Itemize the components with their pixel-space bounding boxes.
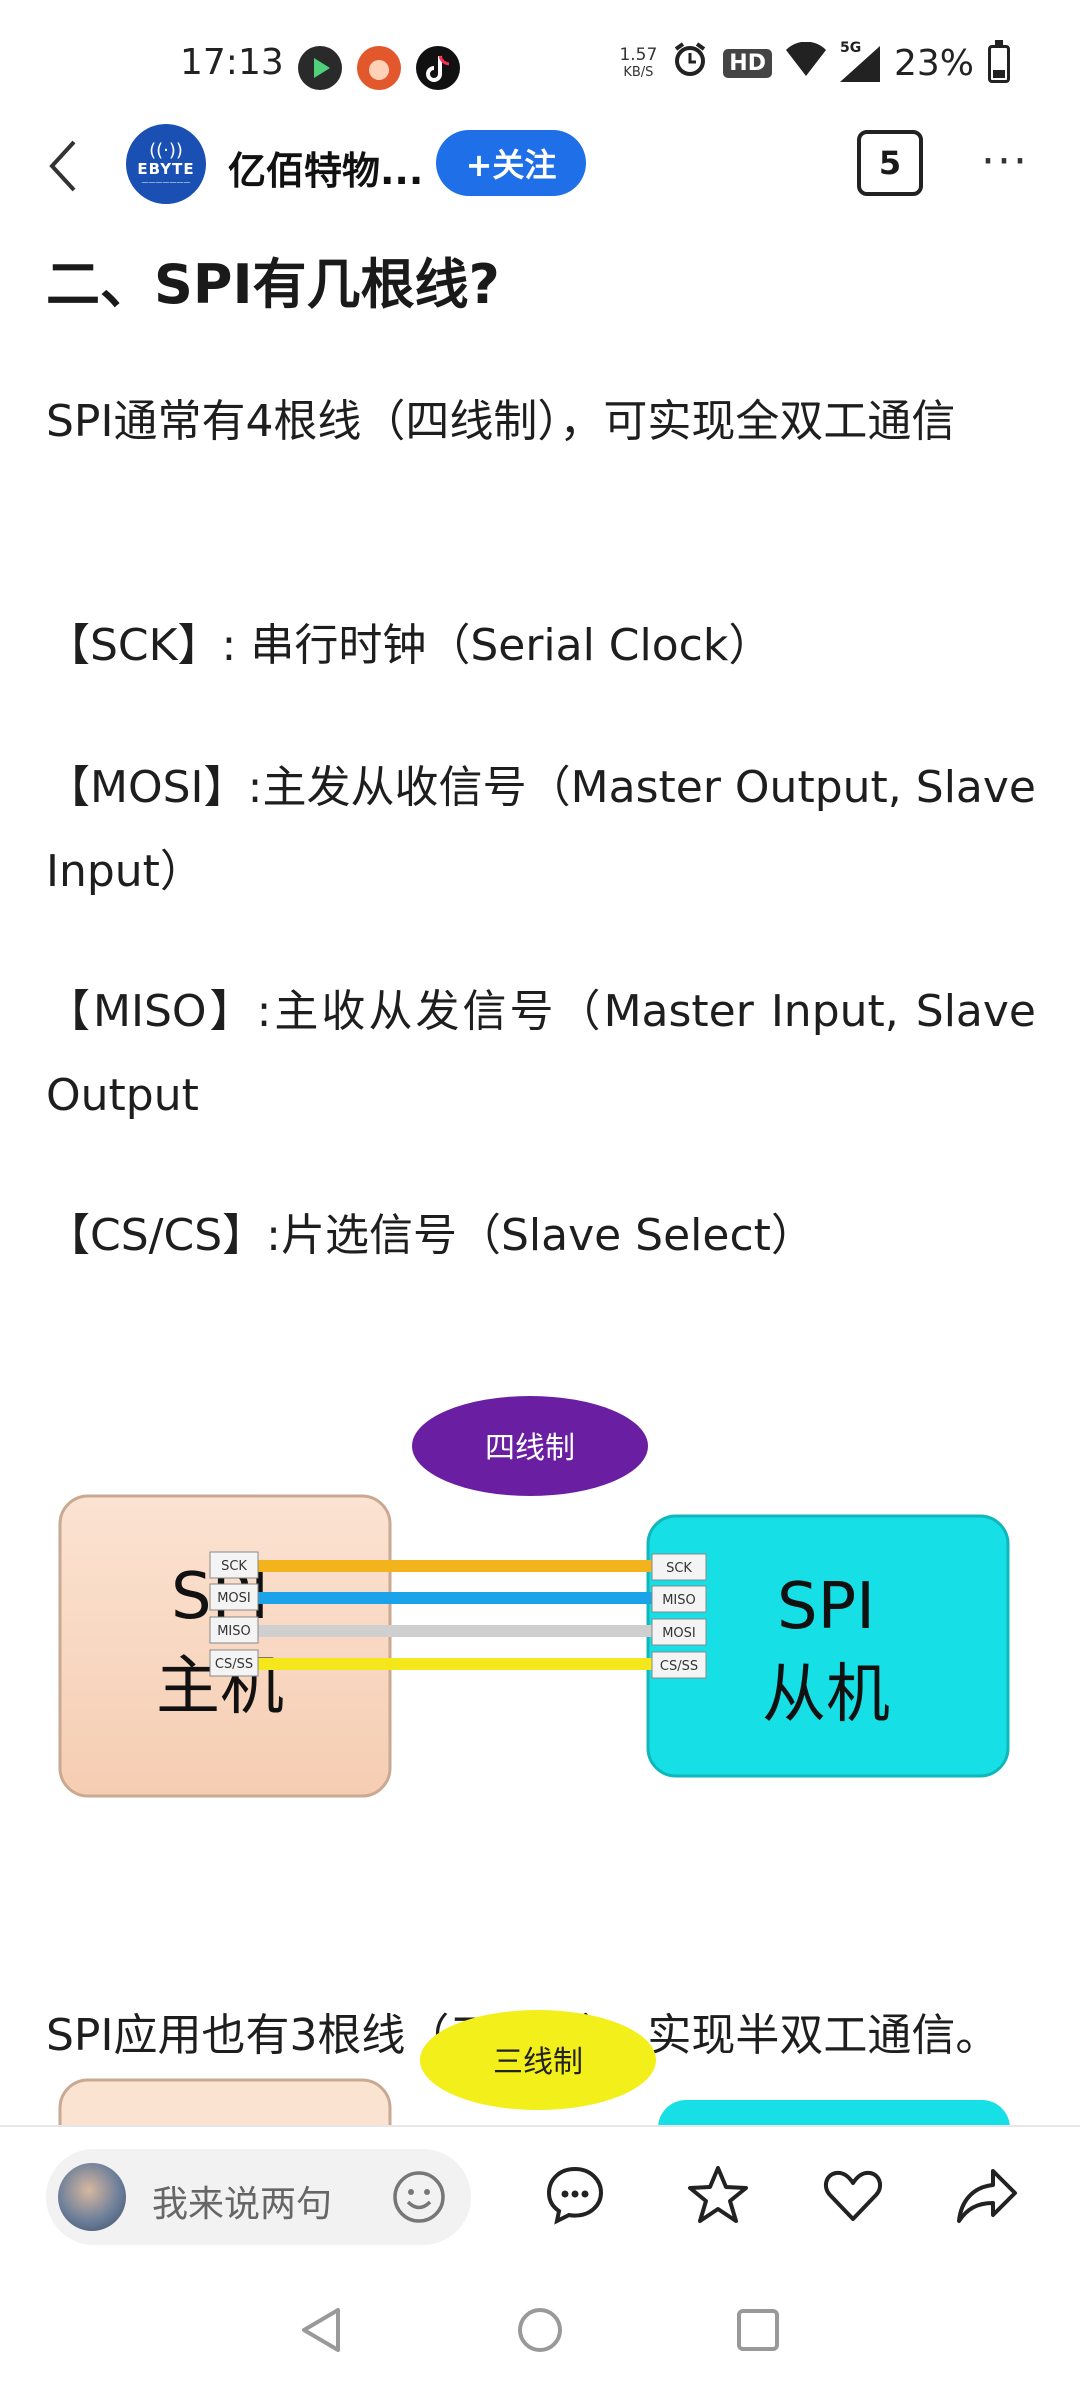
three-wire-master-box [58, 2078, 392, 2125]
three-wire-slave-box [658, 2100, 1010, 2125]
master-pin-box [209, 1616, 259, 1644]
wire-0 [256, 1560, 654, 1572]
user-avatar [58, 2163, 126, 2231]
status-bar: 17:13 1.57 KB/S HD 5G 23% [0, 0, 1080, 130]
alarm-icon [671, 40, 709, 87]
system-navigation-bar [0, 2260, 1080, 2400]
wire-3 [256, 1658, 654, 1670]
network-type: 5G [839, 39, 862, 56]
battery-text: 23% [893, 43, 974, 84]
article-content[interactable]: 二、SPI有几根线? SPI通常有4根线（四线制），可实现全双工通信 【SCK】… [0, 210, 1080, 2125]
four-wire-badge-label: 四线制 [485, 1431, 575, 1466]
battery-level-fill [993, 70, 1005, 78]
author-name[interactable]: 亿佰特物... [228, 149, 424, 193]
three-wire-diagram-continued: 三线制 [46, 2010, 1036, 2125]
cs-paragraph: 【CS/CS】:片选信号（Slave Select） [46, 1210, 815, 1261]
game-app-icon [357, 46, 401, 90]
three-wire-badge-label: 三线制 [493, 2045, 583, 2080]
signal-logo-icon: ((·)) [149, 140, 183, 161]
mosi-paragraph: 【MOSI】:主发从收信号（Master Output, Slave Input… [46, 762, 1036, 897]
slave-pin-label: MISO [662, 1593, 696, 1608]
spi-slave-box [646, 1514, 1010, 1778]
comment-icon[interactable] [543, 2163, 607, 2227]
slave-pin-label: MOSI [662, 1626, 696, 1641]
network-speed: 1.57 KB/S [619, 44, 658, 81]
wifi-icon [785, 41, 826, 85]
signal-icon: 5G [839, 40, 880, 82]
master-pin-label: SCK [221, 1559, 247, 1574]
star-icon[interactable] [686, 2163, 750, 2227]
wire-2 [256, 1625, 654, 1637]
chevron-left-icon [49, 140, 76, 192]
brand-logo-text: EBYTE [137, 160, 195, 178]
four-wire-diagram: 四线制 SPI 主机 SPI 从机 SCKSCKMOSIMISOMISOMOSI… [46, 1328, 1036, 1948]
video-app-icon [298, 46, 342, 90]
back-button[interactable] [40, 138, 90, 194]
comment-input[interactable]: 我来说两句 [46, 2149, 471, 2245]
emoji-icon[interactable] [391, 2169, 447, 2225]
master-pin-box [209, 1551, 259, 1579]
share-icon[interactable] [955, 2163, 1019, 2227]
brand-logo-underline: ——————— [141, 178, 191, 186]
speed-value: 1.57 [619, 44, 658, 65]
heart-icon[interactable] [821, 2163, 885, 2227]
hd-badge: HD [723, 49, 772, 78]
back-triangle-icon[interactable] [292, 2300, 352, 2360]
four-wire-badge [412, 1396, 648, 1496]
miso-paragraph: 【MISO】:主收从发信号（Master Input, Slave Output [46, 986, 1036, 1121]
slave-pin-box [651, 1553, 707, 1581]
author-avatar[interactable]: ((·)) EBYTE ——————— [126, 124, 206, 204]
status-time: 17:13 [180, 42, 284, 83]
sck-paragraph: 【SCK】: 串行时钟（Serial Clock） [46, 620, 773, 671]
article-nav-bar: ((·)) EBYTE ——————— 亿佰特物... +关注 5 ··· [0, 120, 1080, 210]
master-pin-label: MOSI [217, 1591, 251, 1606]
master-pin-box [209, 1583, 259, 1611]
slave-pin-box [651, 1651, 707, 1679]
slave-pin-label: CS/SS [660, 1659, 698, 1674]
section-heading: 二、SPI有几根线? [46, 253, 500, 316]
spi-master-box [58, 1494, 392, 1798]
comment-count-badge[interactable]: 5 [857, 130, 923, 196]
three-wire-badge-body [420, 2010, 656, 2110]
master-pin-label: MISO [217, 1624, 251, 1639]
follow-button[interactable]: +关注 [436, 130, 586, 196]
bottom-action-bar: 我来说两句 [0, 2125, 1080, 2260]
home-circle-icon[interactable] [510, 2300, 570, 2360]
slave-pin-box [651, 1618, 707, 1646]
slave-label-1: SPI [777, 1570, 875, 1644]
slave-pin-label: SCK [666, 1561, 692, 1576]
wire-1 [256, 1592, 654, 1604]
more-options-button[interactable]: ··· [981, 135, 1029, 187]
recents-square-icon[interactable] [728, 2300, 788, 2360]
master-pin-box [209, 1649, 259, 1677]
intro-paragraph: SPI通常有4根线（四线制），可实现全双工通信 [46, 396, 956, 447]
slave-pin-box [651, 1585, 707, 1613]
comment-placeholder: 我来说两句 [152, 2184, 333, 2225]
master-pin-label: CS/SS [215, 1657, 253, 1672]
slave-label-2: 从机 [762, 1658, 890, 1732]
speed-unit: KB/S [623, 64, 654, 80]
tiktok-icon [416, 46, 460, 90]
battery-icon [988, 39, 1010, 83]
